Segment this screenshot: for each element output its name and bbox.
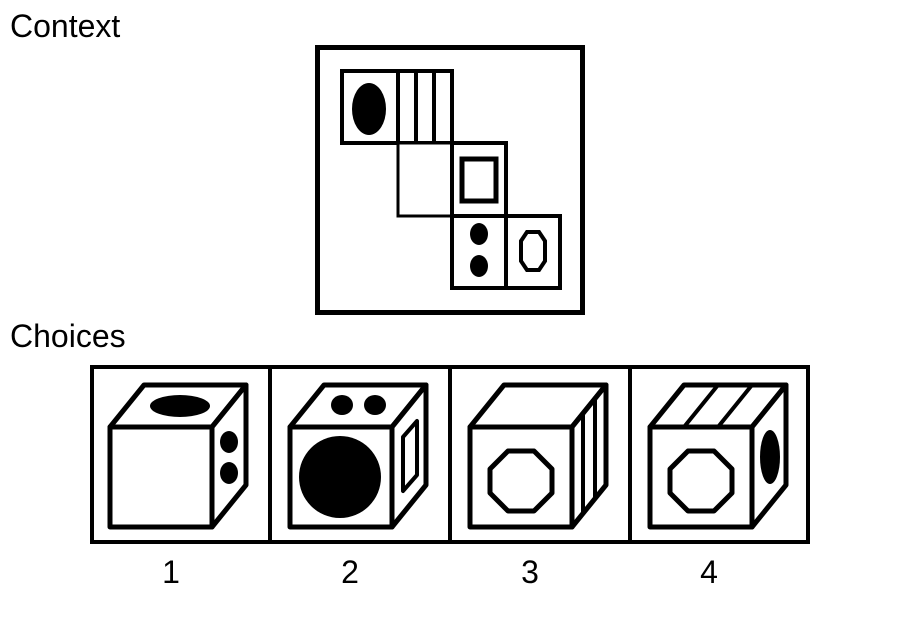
circle-symbol xyxy=(299,436,381,518)
choice-number-2[interactable]: 2 xyxy=(341,554,359,590)
net-face-blank xyxy=(396,141,454,218)
choice-number-1[interactable]: 1 xyxy=(162,554,180,590)
dot-symbol xyxy=(220,462,238,484)
square-symbol xyxy=(401,419,419,493)
stripe-line xyxy=(682,383,720,429)
dot-symbol xyxy=(470,223,488,245)
choice-cube-4[interactable] xyxy=(647,382,789,530)
choice-number-4[interactable]: 4 xyxy=(700,554,718,590)
oval-symbol xyxy=(352,83,386,135)
octagon-symbol xyxy=(667,448,735,514)
choice-cube-2[interactable] xyxy=(287,382,429,530)
dot-symbol xyxy=(331,395,353,415)
octagon-symbol xyxy=(519,230,547,272)
dot-symbol xyxy=(220,431,238,453)
choice-number-3[interactable]: 3 xyxy=(521,554,539,590)
square-symbol xyxy=(459,156,499,204)
dot-symbol xyxy=(364,395,386,415)
choices-heading: Choices xyxy=(10,318,126,354)
context-heading: Context xyxy=(10,8,121,44)
choice-cube-1[interactable] xyxy=(107,382,249,530)
cube-front-face xyxy=(107,424,215,530)
net-face-octagon xyxy=(504,214,562,290)
choices-figure xyxy=(90,365,810,544)
stripe-line xyxy=(716,383,754,429)
net-face-stripes xyxy=(396,69,454,145)
oval-symbol xyxy=(760,430,780,484)
dot-symbol xyxy=(470,255,488,277)
oval-symbol xyxy=(150,395,210,417)
choice-cube-3[interactable] xyxy=(467,382,609,530)
octagon-symbol xyxy=(487,448,555,514)
cube-net-figure xyxy=(315,45,585,315)
